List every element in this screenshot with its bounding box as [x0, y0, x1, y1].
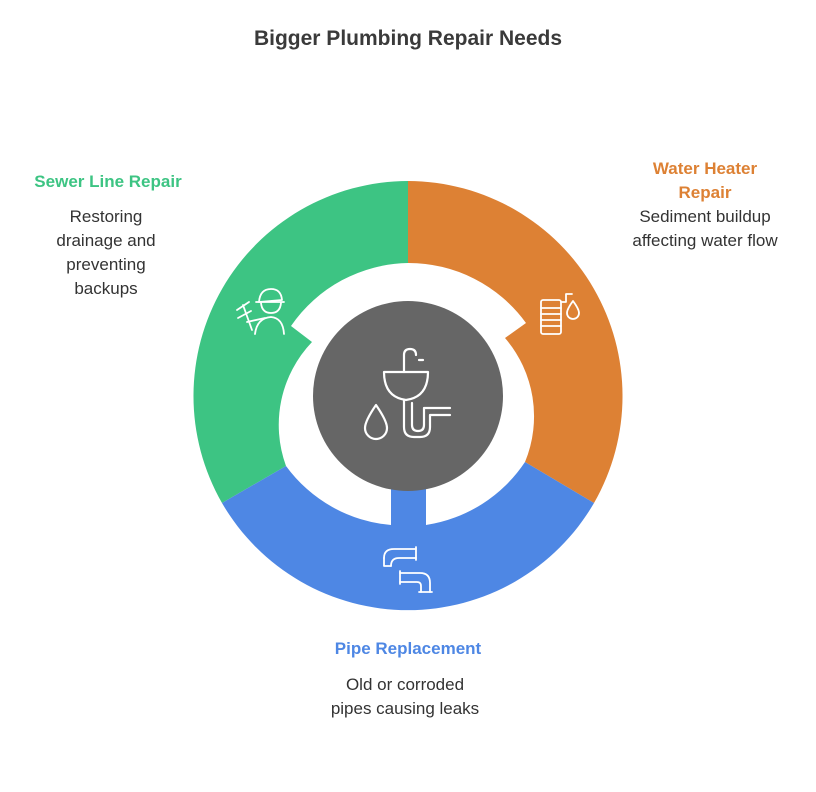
pipe-label: Pipe Replacement — [334, 639, 482, 658]
sewer-segment — [193, 181, 408, 503]
diagram-title: Bigger Plumbing Repair Needs — [253, 27, 563, 50]
pipe-description: Old or corroded pipes causing leaks — [330, 675, 480, 718]
sewer-label: Sewer Line Repair — [34, 172, 182, 191]
sewer-description: Restoring drainage and preventing backup… — [56, 207, 156, 298]
center-circle — [313, 301, 503, 491]
sink-icon — [363, 347, 452, 441]
water-heater-icon — [540, 293, 580, 335]
heater-segment — [408, 181, 623, 503]
plumber-icon — [236, 288, 285, 335]
heater-description: Sediment buildup affecting water flow — [632, 207, 778, 250]
pipe-segment — [222, 462, 594, 611]
pipe-icon — [383, 546, 433, 593]
heater-label: Water Heater Repair — [652, 159, 758, 202]
